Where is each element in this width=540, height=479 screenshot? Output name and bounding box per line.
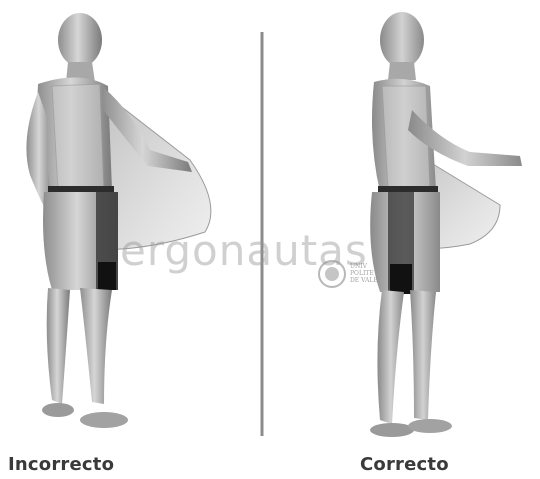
seal-caption: UNIV POLITE DE VALE [350,263,378,284]
label-correct: Correcto [360,454,449,475]
watermark-text: ergonautas [120,226,368,275]
figure-correct [370,12,522,437]
label-incorrect: Incorrecto [8,454,114,475]
figure-incorrect [26,13,210,428]
